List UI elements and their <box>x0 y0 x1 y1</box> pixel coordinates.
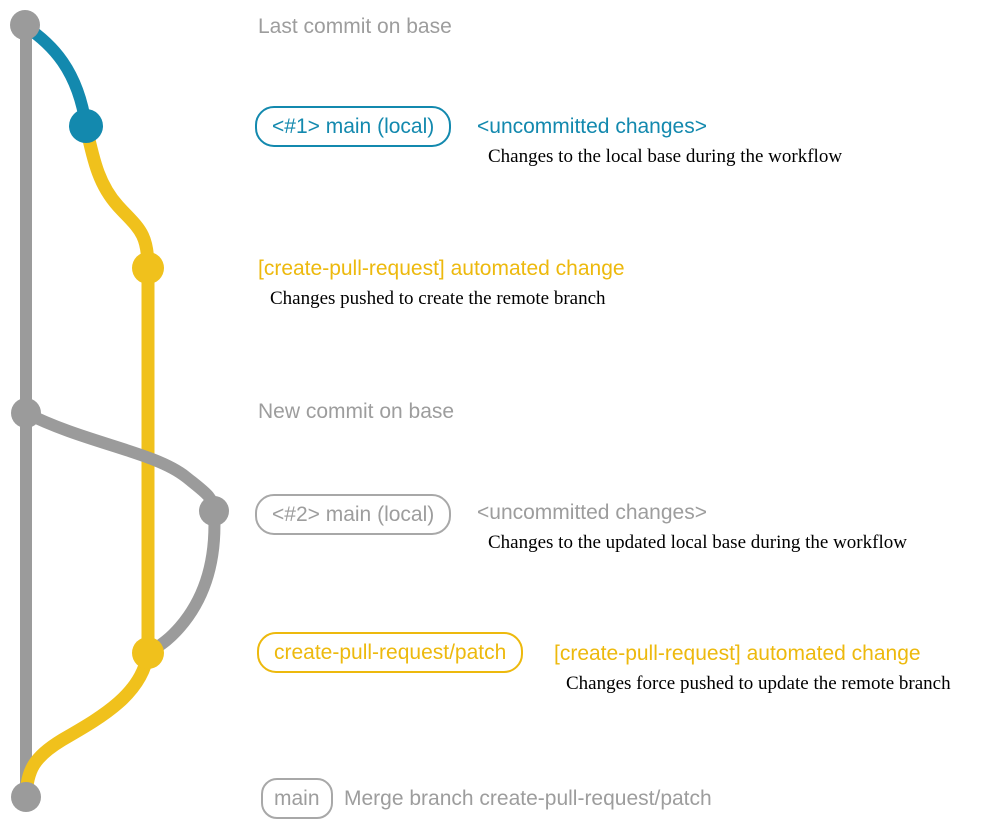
patch-merge-curve <box>19 646 155 804</box>
commit-node-automated-2 <box>132 637 164 669</box>
rebase-return-curve <box>143 505 221 659</box>
commit2-message: [create-pull-request] automated change <box>554 642 921 665</box>
commit-node-local-main-2 <box>199 496 229 526</box>
rebase-branch-curve <box>20 407 220 517</box>
uncommitted-changes-label-2: <uncommitted changes> <box>477 501 707 524</box>
branch2-description: Changes to the updated local base during… <box>488 532 907 553</box>
last-commit-title: Last commit on base <box>258 15 452 38</box>
commit-node-local-main-1 <box>69 109 103 143</box>
branch-tag-patch: create-pull-request/patch <box>257 632 524 673</box>
branch1-description: Changes to the local base during the wor… <box>488 146 843 167</box>
merge-commit-message: Merge branch create-pull-request/patch <box>344 787 712 810</box>
commit-node-automated-1 <box>132 252 164 284</box>
branch-tag-main-local-1: <#1> main (local) <box>255 106 452 147</box>
commit1-description: Changes pushed to create the remote bran… <box>270 288 606 309</box>
uncommitted-changes-label-1: <uncommitted changes> <box>477 115 707 138</box>
commit-node-new-base <box>11 398 41 428</box>
commit-node-last-base <box>10 10 40 40</box>
branch-tag-main: main <box>261 778 333 819</box>
new-commit-title: New commit on base <box>258 400 455 423</box>
local-main-branch-line <box>19 20 92 132</box>
commit2-description: Changes force pushed to update the remot… <box>566 673 951 694</box>
branch-tag-main-local-2: <#2> main (local) <box>255 494 452 535</box>
commit1-message: [create-pull-request] automated change <box>258 257 625 280</box>
commit-node-merge <box>11 782 41 812</box>
patch-branch-curve-top <box>79 119 155 275</box>
